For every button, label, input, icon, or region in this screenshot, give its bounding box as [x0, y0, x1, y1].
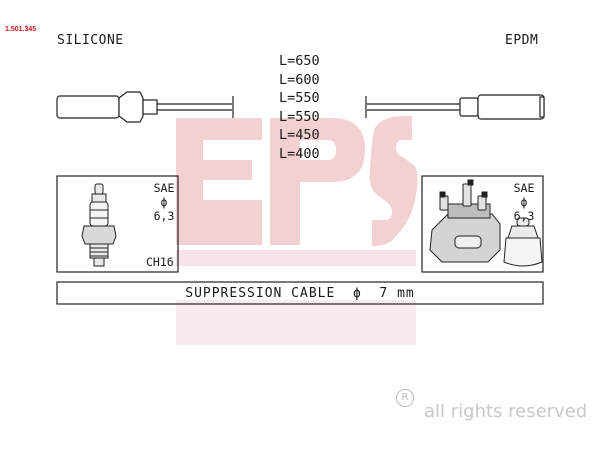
- right-sae-label: SAE: [513, 181, 535, 195]
- length-item: L=650: [279, 53, 320, 69]
- ignition-coil-icon: [429, 179, 501, 263]
- suppression-cable-label: SUPPRESSION CABLE ϕ 7 mm: [185, 286, 415, 301]
- rights-reserved-watermark: all rights reserved: [424, 401, 588, 422]
- length-item: L=600: [279, 71, 320, 88]
- coil-box: [421, 175, 544, 273]
- cable-box: [56, 281, 544, 305]
- material-left-label: SILICONE: [57, 33, 124, 48]
- thread-size-label: CH16: [146, 255, 174, 269]
- registered-icon: R: [396, 389, 414, 407]
- length-item: L=400: [279, 145, 320, 162]
- right-sae-value: ϕ 6,3: [513, 195, 535, 223]
- eps-logo-watermark: [176, 116, 418, 345]
- spark-plug-icon: [81, 183, 117, 267]
- length-item: L=450: [279, 127, 320, 144]
- length-item: L=550: [279, 90, 320, 107]
- left-sae-spec: SAE ϕ 6,3: [147, 181, 181, 223]
- right-sae-spec: SAE ϕ 6,3: [507, 181, 541, 223]
- material-right-label: EPDM: [505, 33, 539, 48]
- right-boot-icon: [365, 94, 545, 120]
- part-number: 1.501.345: [5, 26, 37, 33]
- length-item: L=550: [279, 108, 320, 125]
- left-boot-icon: [56, 91, 234, 123]
- terminal-adapter-icon: [503, 217, 543, 267]
- lengths-list: L=650 L=600 L=550 L=550 L=450 L=400: [279, 52, 320, 164]
- left-sae-value: ϕ 6,3: [153, 195, 175, 223]
- spark-plug-box: [56, 175, 179, 273]
- left-sae-label: SAE: [153, 181, 175, 195]
